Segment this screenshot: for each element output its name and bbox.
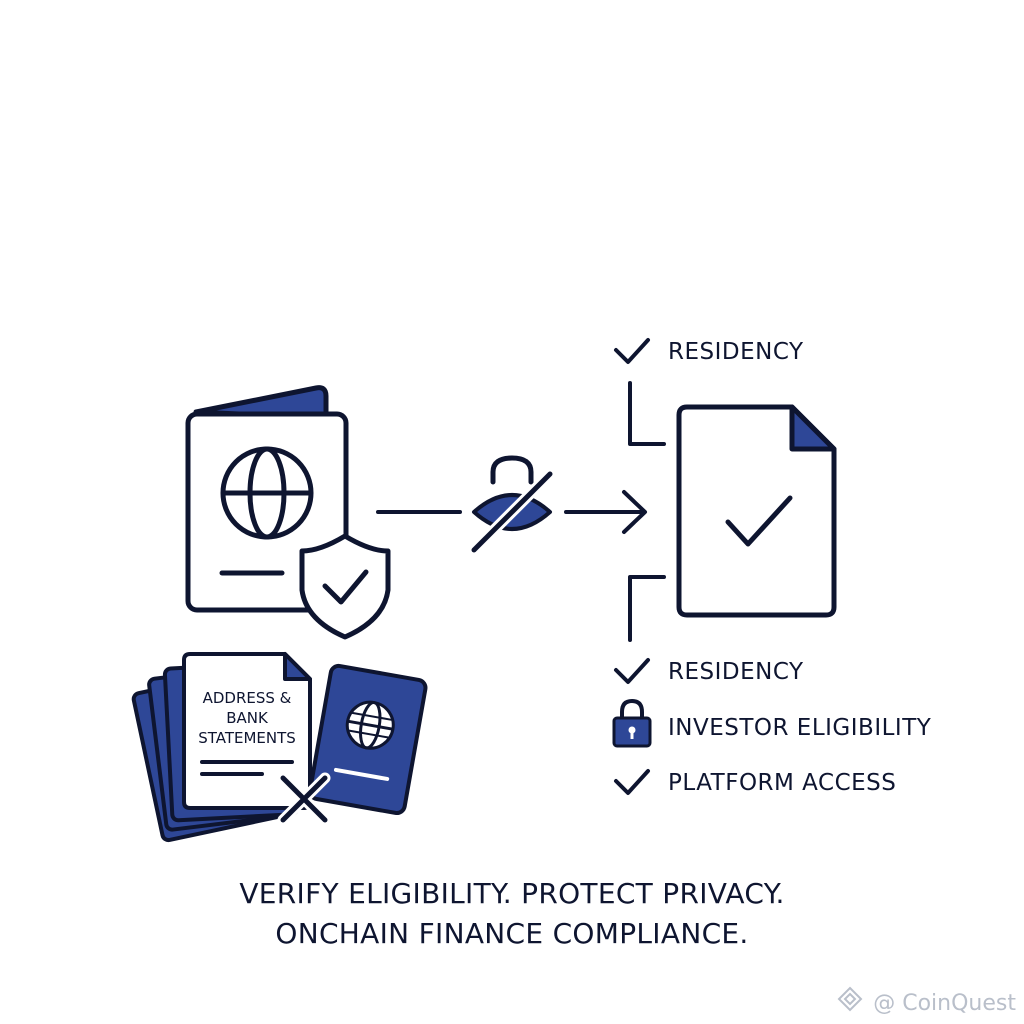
paper-line: BANK: [226, 709, 268, 727]
document-check-icon: [676, 404, 837, 618]
shield-check-icon: [299, 533, 391, 640]
paper-stack-icon: [131, 652, 312, 843]
arrow-right-icon: [564, 490, 647, 534]
attribute-label-residency: RESIDENCY: [668, 659, 804, 685]
globe-icon: [220, 446, 314, 540]
paper-line: ADDRESS &: [202, 689, 292, 707]
tagline-line-1: VERIFY ELIGIBILITY. PROTECT PRIVACY.: [239, 877, 785, 910]
paper-line: STATEMENTS: [198, 729, 296, 747]
check-icon: [614, 338, 650, 364]
padlock-icon: [612, 698, 652, 748]
bracket-top: [628, 381, 666, 446]
attribute-label-platform-access: PLATFORM ACCESS: [668, 770, 897, 796]
diamond-logo-icon: [837, 986, 863, 1012]
attribute-label-investor-eligibility: INVESTOR ELIGIBILITY: [668, 715, 932, 741]
lock-eye-slash-icon: [468, 455, 556, 556]
tagline-line-2: ONCHAIN FINANCE COMPLIANCE.: [275, 917, 749, 950]
passport-icon: [308, 663, 428, 816]
check-icon: [614, 769, 650, 795]
attribute-label-residency-top: RESIDENCY: [668, 339, 804, 365]
check-icon: [614, 658, 650, 684]
source-paper-text: ADDRESS & BANK STATEMENTS: [187, 688, 307, 748]
cross-icon: [277, 772, 331, 826]
watermark-text: @ CoinQuest: [873, 991, 1016, 1016]
bracket-bottom: [628, 575, 666, 642]
